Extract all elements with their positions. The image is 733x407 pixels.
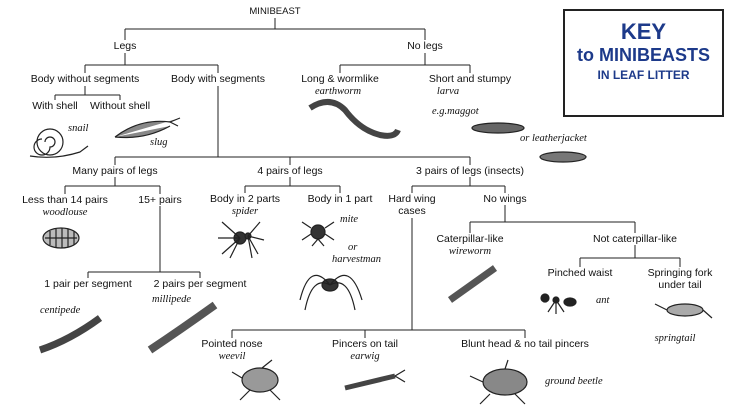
slug-illustration bbox=[115, 118, 180, 138]
node-15-plus: 15+ pairs bbox=[138, 195, 182, 206]
animal-or: or bbox=[348, 242, 357, 253]
animal-earthworm: earthworm bbox=[315, 86, 361, 97]
node-without-shell: Without shell bbox=[90, 101, 150, 112]
node-hard-wing-cases-1: Hard wing bbox=[388, 194, 435, 205]
ant-illustration bbox=[541, 294, 576, 314]
node-body-2-parts: Body in 2 parts bbox=[210, 194, 280, 205]
node-one-pair-per-segment: 1 pair per segment bbox=[44, 279, 132, 290]
animal-harvestman: harvestman bbox=[332, 254, 381, 265]
node-not-caterpillar-like: Not caterpillar-like bbox=[593, 234, 677, 245]
key-title-line3: IN LEAF LITTER bbox=[565, 66, 722, 84]
node-with-shell: With shell bbox=[32, 101, 78, 112]
key-title-line2: to MINIBEASTS bbox=[565, 44, 722, 66]
centipede-illustration bbox=[40, 318, 100, 350]
animal-eg-maggot: e.g.maggot bbox=[432, 106, 479, 117]
animal-slug: slug bbox=[150, 137, 168, 148]
node-body-without-segments: Body without segments bbox=[31, 74, 140, 85]
node-caterpillar-like: Caterpillar-like bbox=[436, 234, 503, 245]
animal-woodlouse: woodlouse bbox=[43, 207, 88, 218]
node-springing-fork-2: under tail bbox=[658, 280, 701, 291]
animal-weevil: weevil bbox=[219, 351, 246, 362]
animal-larva: larva bbox=[437, 86, 459, 97]
animal-ground-beetle: ground beetle bbox=[545, 376, 603, 387]
node-pincers-on-tail: Pincers on tail bbox=[332, 339, 398, 350]
animal-wireworm: wireworm bbox=[449, 246, 491, 257]
animal-snail: snail bbox=[68, 123, 88, 134]
animal-millipede: millipede bbox=[152, 294, 191, 305]
node-many-pairs: Many pairs of legs bbox=[72, 166, 157, 177]
node-three-pairs: 3 pairs of legs (insects) bbox=[416, 166, 524, 177]
harvestman-illustration bbox=[300, 275, 362, 310]
mite-illustration bbox=[302, 222, 334, 246]
node-body-with-segments: Body with segments bbox=[171, 74, 265, 85]
node-pinched-waist: Pinched waist bbox=[548, 268, 613, 279]
ground-beetle-illustration bbox=[470, 360, 527, 404]
animal-mite: mite bbox=[340, 214, 358, 225]
earthworm-illustration bbox=[310, 102, 398, 136]
animal-springtail: springtail bbox=[655, 333, 696, 344]
animal-spider: spider bbox=[232, 206, 258, 217]
node-no-wings: No wings bbox=[483, 194, 526, 205]
animal-earwig: earwig bbox=[350, 351, 379, 362]
node-body-1-part: Body in 1 part bbox=[308, 194, 373, 205]
leatherjacket-illustration bbox=[540, 152, 586, 162]
node-less-14: Less than 14 pairs bbox=[22, 195, 108, 206]
node-four-pairs: 4 pairs of legs bbox=[257, 166, 322, 177]
wireworm-illustration bbox=[450, 268, 495, 300]
node-hard-wing-cases-2: cases bbox=[398, 206, 425, 217]
weevil-illustration bbox=[232, 360, 280, 400]
node-blunt-head: Blunt head & no tail pincers bbox=[461, 339, 589, 350]
node-long-wormlike: Long & wormlike bbox=[301, 74, 379, 85]
animal-centipede: centipede bbox=[40, 305, 80, 316]
node-pointed-nose: Pointed nose bbox=[201, 339, 262, 350]
node-no-legs: No legs bbox=[407, 41, 443, 52]
node-short-stumpy: Short and stumpy bbox=[429, 74, 511, 85]
woodlouse-illustration bbox=[43, 228, 79, 248]
key-title-box: KEY to MINIBEASTS IN LEAF LITTER bbox=[563, 9, 724, 117]
animal-or-leatherjacket: or leatherjacket bbox=[520, 133, 587, 144]
spider-illustration bbox=[218, 222, 264, 258]
animal-ant: ant bbox=[596, 295, 609, 306]
earwig-illustration bbox=[345, 370, 405, 388]
node-springing-fork-1: Springing fork bbox=[648, 268, 713, 279]
root-label: MINIBEAST bbox=[249, 6, 300, 17]
maggot-illustration bbox=[472, 123, 524, 133]
node-two-pairs-per-segment: 2 pairs per segment bbox=[154, 279, 247, 290]
springtail-illustration bbox=[655, 304, 712, 318]
node-legs: Legs bbox=[114, 41, 137, 52]
key-title-line1: KEY bbox=[565, 20, 722, 44]
